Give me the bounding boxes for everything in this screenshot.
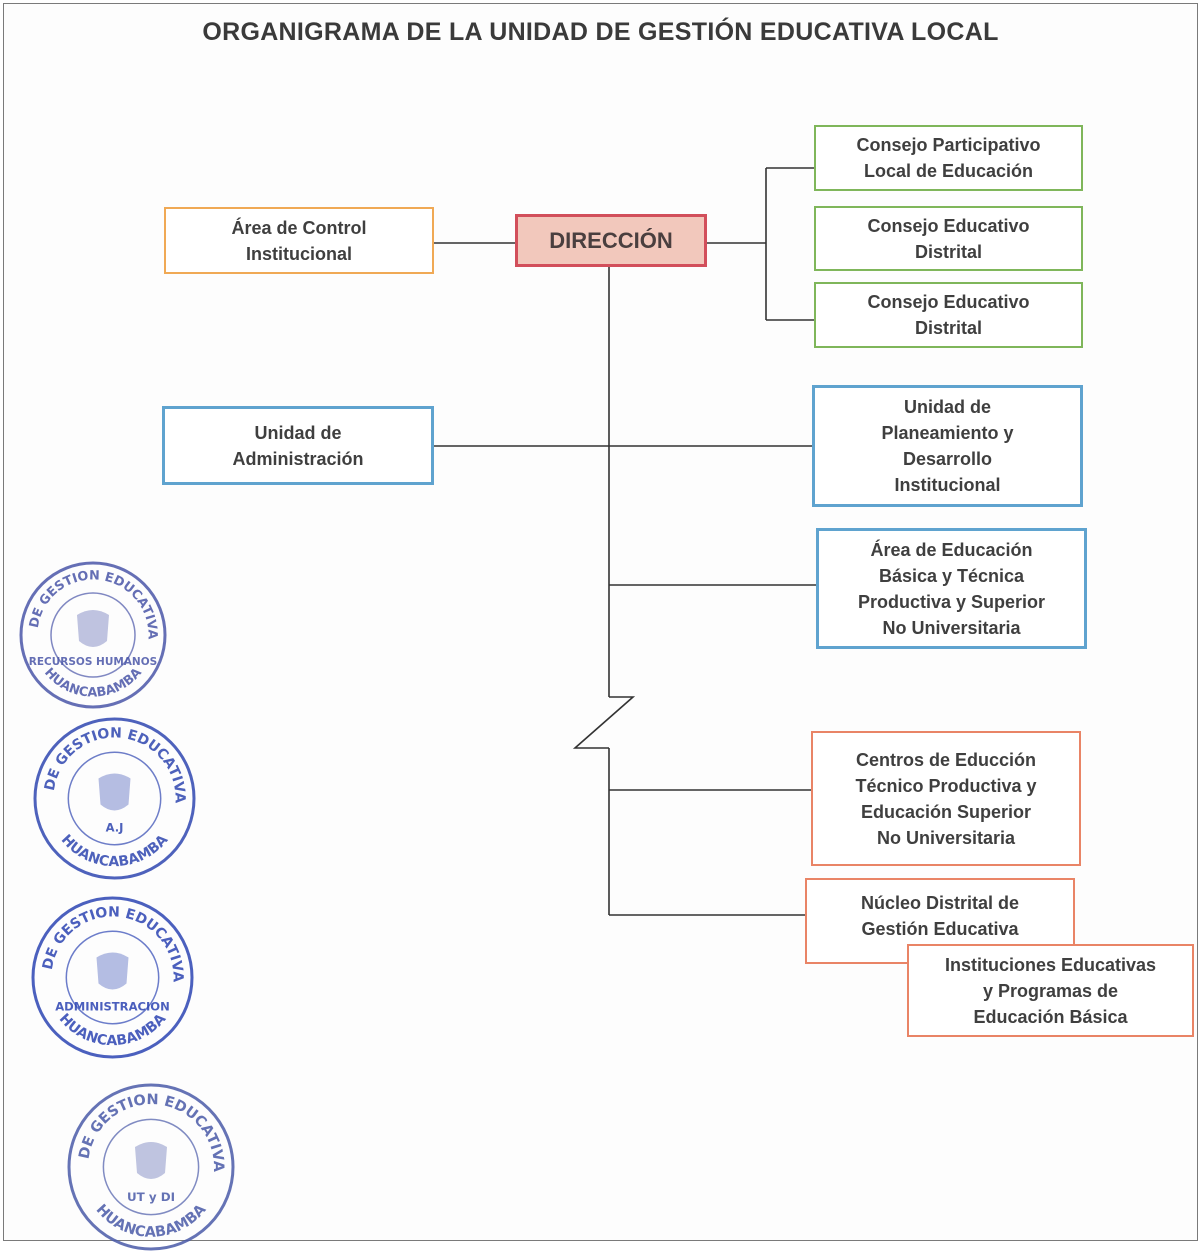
node-direccion: DIRECCIÓN	[515, 214, 707, 267]
svg-text:HUANCABAMBA: HUANCABAMBA	[93, 1201, 210, 1241]
node-instituciones-line-1: Instituciones Educativas	[944, 954, 1157, 975]
svg-text:RECURSOS HUMANOS: RECURSOS HUMANOS	[29, 656, 157, 668]
svg-text:UT y DI: UT y DI	[127, 1190, 175, 1204]
node-admin-line-2: Administración	[232, 448, 364, 469]
node-unidad-administracion: Unidad de Administración	[162, 406, 434, 485]
node-direccion-line-1: DIRECCIÓN	[549, 227, 673, 253]
node-consejo1-line-1: Consejo Educativo	[867, 215, 1030, 236]
node-centros-line-4: No Universitaria	[876, 827, 1016, 848]
seal-planeamiento: UNIDAD DE GESTION EDUCATIVA LOCALHUANCAB…	[66, 1082, 236, 1252]
node-centros-line-3: Educación Superior	[860, 801, 1032, 822]
node-consejo2-line-2: Distrital	[914, 318, 983, 338]
node-edbasica-line-1: Área de Educación	[870, 539, 1033, 560]
node-consejo-educativo-distrital-1: Consejo Educativo Distrital	[814, 206, 1083, 271]
node-instituciones-line-3: Educación Básica	[973, 1006, 1128, 1027]
node-admin-line-1: Unidad de	[254, 422, 342, 443]
node-nucleo-line-2: Gestión Educativa	[861, 919, 1019, 939]
node-centros-educacion: Centros de Educción Técnico Productiva y…	[811, 731, 1081, 866]
node-copale-line-1: Consejo Participativo	[856, 135, 1041, 155]
node-instituciones-educativas: Instituciones Educativas y Programas de …	[907, 944, 1194, 1037]
svg-text:HUANCABAMBA: HUANCABAMBA	[58, 832, 172, 870]
node-copale-line-2: Local de Educación	[863, 161, 1034, 181]
node-planeamiento-line-3: Desarrollo	[902, 449, 993, 469]
connector-break	[572, 696, 636, 749]
node-edbasica-line-4: No Universitaria	[882, 617, 1021, 638]
node-planeamiento-line-4: Institucional	[894, 475, 1001, 495]
seal-administracion: UNIDAD DE GESTION EDUCATIVA LOCALHUANCAB…	[30, 895, 195, 1060]
node-instituciones-line-2: y Programas de	[982, 980, 1119, 1001]
seal-recursos-humanos: UNIDAD DE GESTION EDUCATIVA LOCALHUANCAB…	[18, 560, 168, 710]
node-control-line-1: Área de Control	[231, 217, 367, 238]
svg-text:HUANCABAMBA: HUANCABAMBA	[56, 1011, 170, 1049]
seal-image: UNIDAD DE GESTION EDUCATIVA LOCALHUANCAB…	[32, 716, 196, 880]
node-edbasica-line-2: Básica y Técnica	[878, 565, 1025, 586]
svg-text:ADMINISTRACION: ADMINISTRACION	[55, 1000, 170, 1014]
chart-title: ORGANIGRAMA DE LA UNIDAD DE GESTIÓN EDUC…	[202, 18, 999, 46]
node-nucleo-line-1: Núcleo Distrital de	[860, 893, 1020, 913]
seal-asesoria-juridica: UNIDAD DE GESTION EDUCATIVA LOCALHUANCAB…	[32, 716, 197, 881]
node-centros-line-2: Técnico Productiva y	[855, 775, 1037, 796]
node-consejo1-line-2: Distrital	[914, 241, 983, 262]
seal-image: UNIDAD DE GESTION EDUCATIVA LOCALHUANCAB…	[66, 1082, 235, 1251]
node-consejo-educativo-distrital-2: Consejo Educativo Distrital	[814, 282, 1083, 348]
node-control-line-2: Institucional	[245, 243, 352, 264]
node-centros-line-1: Centros de Educción	[855, 749, 1037, 770]
node-area-educacion-basica: Área de Educación Básica y Técnica Produ…	[816, 528, 1087, 649]
node-edbasica-line-3: Productiva y Superior	[857, 591, 1046, 612]
node-unidad-planeamiento: Unidad de Planeamiento y Desarrollo Inst…	[812, 385, 1083, 507]
node-consejo2-line-1: Consejo Educativo	[867, 292, 1030, 312]
node-area-control-institucional: Área de Control Institucional	[164, 207, 434, 274]
node-consejo-participativo: Consejo Participativo Local de Educación	[814, 125, 1083, 191]
seal-image: UNIDAD DE GESTION EDUCATIVA LOCALHUANCAB…	[18, 560, 167, 709]
svg-text:A.J: A.J	[106, 821, 124, 835]
seal-image: UNIDAD DE GESTION EDUCATIVA LOCALHUANCAB…	[30, 895, 194, 1059]
svg-text:HUANCABAMBA: HUANCABAMBA	[41, 665, 145, 700]
node-planeamiento-line-2: Planeamiento y	[881, 423, 1014, 443]
node-planeamiento-line-1: Unidad de	[903, 397, 991, 417]
